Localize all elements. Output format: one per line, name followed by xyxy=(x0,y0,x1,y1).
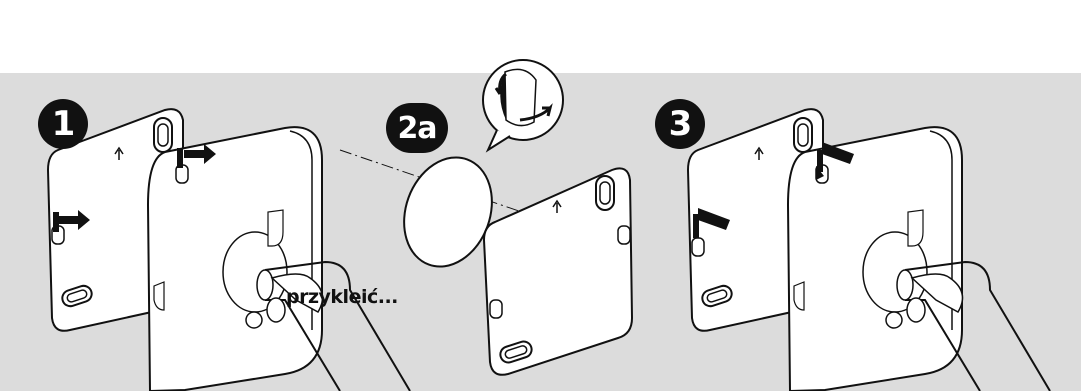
step-3-badge: 3 xyxy=(655,99,705,149)
step-3-illustration xyxy=(688,109,1050,391)
stick-caption: przykleić... xyxy=(286,286,398,308)
step-1-badge: 1 xyxy=(38,99,88,149)
step-2a-badge: 2a xyxy=(386,103,448,153)
step-1-illustration xyxy=(48,109,410,391)
step-2a-illustration xyxy=(340,60,632,375)
